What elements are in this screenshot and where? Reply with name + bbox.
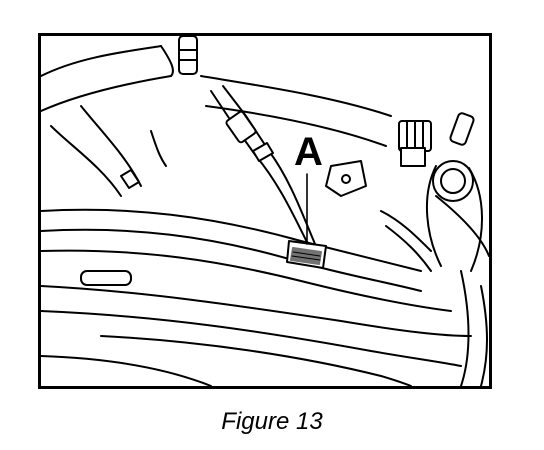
upper-left-hose [41,45,172,112]
engine-bay-drawing [41,36,489,386]
top-hose [200,75,392,147]
callout-label-a: A [294,130,323,174]
ring-terminal [426,160,483,272]
pipe-stub [178,36,198,75]
left-fitting [120,169,140,189]
body-panel [41,285,472,337]
hose-clip [286,240,327,269]
electrical-connector [398,120,432,167]
figure-illustration: A [38,33,492,389]
fuel-rail [41,208,422,272]
figure-caption: Figure 13 [221,408,323,435]
mounting-bracket [325,160,367,197]
